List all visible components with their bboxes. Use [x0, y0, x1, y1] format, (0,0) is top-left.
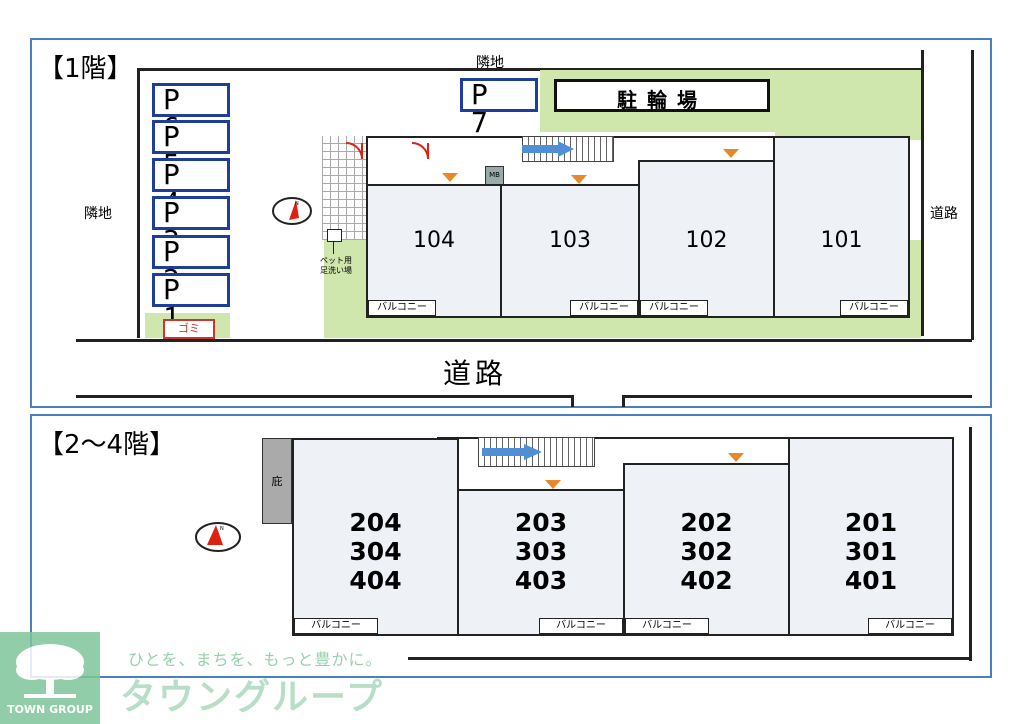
svg-text:N: N	[295, 201, 299, 207]
entrance-arrow-icon	[571, 175, 587, 184]
pet-wash-icon	[327, 229, 342, 242]
room-number: 202	[680, 508, 733, 537]
room-number: 101	[820, 228, 863, 253]
site-top-boundary	[137, 68, 922, 71]
tree-icon	[16, 644, 84, 698]
balcony-label: バルコニー	[640, 300, 708, 316]
parking-p6: P 6	[152, 83, 230, 142]
room-number: 102	[685, 228, 728, 253]
balcony-label: バルコニー	[294, 618, 378, 634]
road-bottom-label: 道路	[443, 357, 508, 390]
eaves: 庇	[262, 438, 292, 524]
entrance-arrow-icon	[545, 480, 561, 489]
bike-parking: 駐輪場	[554, 79, 770, 112]
parking-p5: P 5	[152, 120, 230, 179]
floor2-panel	[30, 414, 992, 678]
site-left-boundary	[137, 68, 140, 338]
meter-box: MB	[485, 166, 504, 185]
brand-logo: TOWN GROUP	[0, 632, 100, 724]
garbage-station: ゴミ	[163, 319, 215, 339]
stair-up-arrow-icon	[482, 444, 542, 464]
corridor-floor2-lower	[437, 465, 627, 491]
room-101: 101 バルコニー	[773, 136, 910, 318]
room-202-302-402: 202 302 402 バルコニー	[623, 463, 790, 636]
parking-p3: P 3	[152, 196, 230, 255]
room-104: 104 バルコニー	[366, 184, 502, 318]
room-number: 301	[844, 537, 898, 566]
balcony-label: バルコニー	[570, 300, 638, 316]
floor1-title: 【1階】	[38, 54, 133, 84]
floor2-title: 【2〜4階】	[38, 430, 176, 460]
building-right-boundary	[969, 427, 972, 661]
road-edge-bottom-left-end	[571, 395, 574, 407]
road-edge-bottom-left	[76, 395, 573, 398]
room-number: 404	[349, 566, 402, 595]
door-swing-icon	[344, 141, 368, 165]
room-number: 303	[514, 537, 568, 566]
balcony-label: バルコニー	[868, 618, 952, 634]
parking-p2: P 2	[152, 235, 230, 294]
road-edge-bottom-right	[622, 395, 972, 398]
entrance-arrow-icon	[442, 173, 458, 182]
neighbor-top-label: 隣地	[476, 55, 504, 71]
building-bottom-boundary	[408, 657, 972, 660]
room-number: 304	[349, 537, 402, 566]
road-edge-right	[971, 50, 974, 340]
room-201-301-401: 201 301 401 バルコニー	[788, 437, 954, 636]
road-edge-bottom-right-end	[622, 395, 625, 407]
room-number: 402	[680, 566, 733, 595]
neighbor-left-label: 隣地	[84, 206, 112, 222]
entrance-arrow-icon	[723, 149, 739, 158]
room-number: 203	[514, 508, 568, 537]
balcony-label: バルコニー	[840, 300, 908, 316]
brand-logo-text: TOWN GROUP	[7, 703, 93, 716]
room-number: 401	[844, 566, 898, 595]
room-102: 102 バルコニー	[638, 160, 775, 318]
room-number: 204	[349, 508, 402, 537]
brand-name: タウングループ	[120, 677, 384, 718]
door-swing-icon	[410, 141, 434, 165]
room-103: 103 バルコニー	[500, 184, 640, 318]
road-edge-top	[76, 339, 972, 342]
road-right-label: 道路	[930, 206, 958, 222]
paving-grid	[322, 136, 366, 240]
site-right-boundary	[921, 50, 924, 336]
parking-p7: P 7	[460, 78, 538, 137]
brand-slogan: ひとを、まちを、もっと豊かに。	[128, 650, 383, 669]
balcony-label: バルコニー	[539, 618, 623, 634]
balcony-label: バルコニー	[625, 618, 709, 634]
stair-up-arrow-icon	[522, 141, 574, 161]
room-number: 403	[514, 566, 568, 595]
room-203-303-403: 203 303 403 バルコニー	[457, 489, 625, 636]
room-number: 302	[680, 537, 733, 566]
eaves-label: 庇	[271, 475, 283, 488]
parking-p1: P 1	[152, 273, 230, 332]
room-204-304-404: 204 304 404 バルコニー	[292, 438, 459, 636]
balcony-label: バルコニー	[368, 300, 436, 316]
pet-wash-arrow-icon	[333, 241, 334, 254]
floor1-panel	[30, 38, 992, 408]
room-number: 104	[413, 228, 455, 253]
compass-icon: N	[271, 196, 313, 230]
svg-text:N: N	[220, 526, 224, 532]
pet-wash-label: ペット用 足洗い場	[320, 256, 352, 275]
entrance-arrow-icon	[728, 453, 744, 462]
bike-parking-label: 駐輪場	[617, 88, 707, 112]
parking-p4: P 4	[152, 158, 230, 217]
room-number: 201	[844, 508, 898, 537]
room-number: 103	[549, 228, 591, 253]
compass-icon: N	[193, 521, 243, 557]
